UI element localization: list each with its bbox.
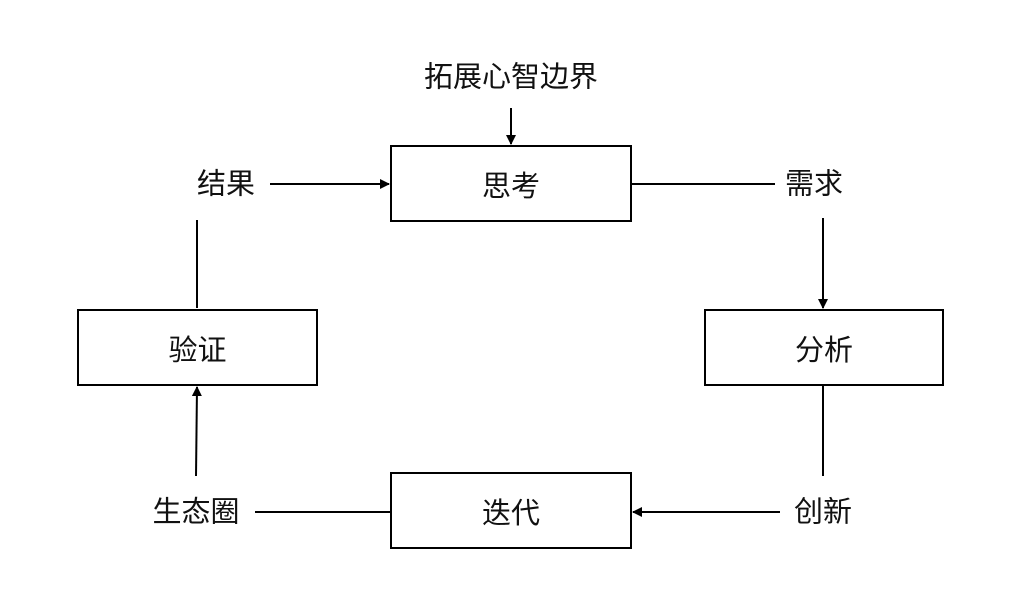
- node-iteration-label: 迭代: [481, 495, 540, 530]
- node-iteration: 迭代: [390, 472, 632, 549]
- node-validation: 验证: [77, 309, 318, 386]
- label-result: 结果: [194, 166, 258, 201]
- arrow-ecosystem-to-validation: [191, 386, 202, 477]
- label-innovation: 创新: [791, 494, 855, 529]
- label-expand-mind: 拓展心智边界: [421, 59, 601, 94]
- node-analysis-label: 分析: [794, 332, 853, 367]
- label-ecosystem: 生态圈: [150, 494, 242, 529]
- node-validation-label: 验证: [168, 332, 227, 367]
- label-requirements: 需求: [782, 166, 846, 201]
- node-analysis: 分析: [704, 309, 944, 386]
- node-thinking-label: 思考: [481, 168, 540, 203]
- node-thinking: 思考: [390, 145, 632, 222]
